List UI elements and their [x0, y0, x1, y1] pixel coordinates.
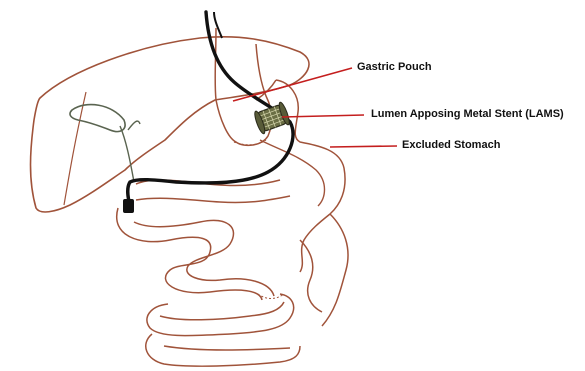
lams-leader — [282, 115, 364, 117]
gastric-pouch-label: Gastric Pouch — [357, 61, 432, 74]
intestine-loops — [117, 208, 300, 366]
excluded-stomach-leader — [330, 146, 397, 147]
excluded-stomach-label: Excluded Stomach — [402, 139, 500, 152]
endoscope-tip — [123, 199, 134, 213]
roux-limb-loops — [300, 214, 348, 326]
endoscope-second-line — [214, 12, 222, 38]
gastric-pouch-leader — [233, 68, 352, 101]
lams-label: Lumen Apposing Metal Stent (LAMS) — [371, 108, 564, 121]
